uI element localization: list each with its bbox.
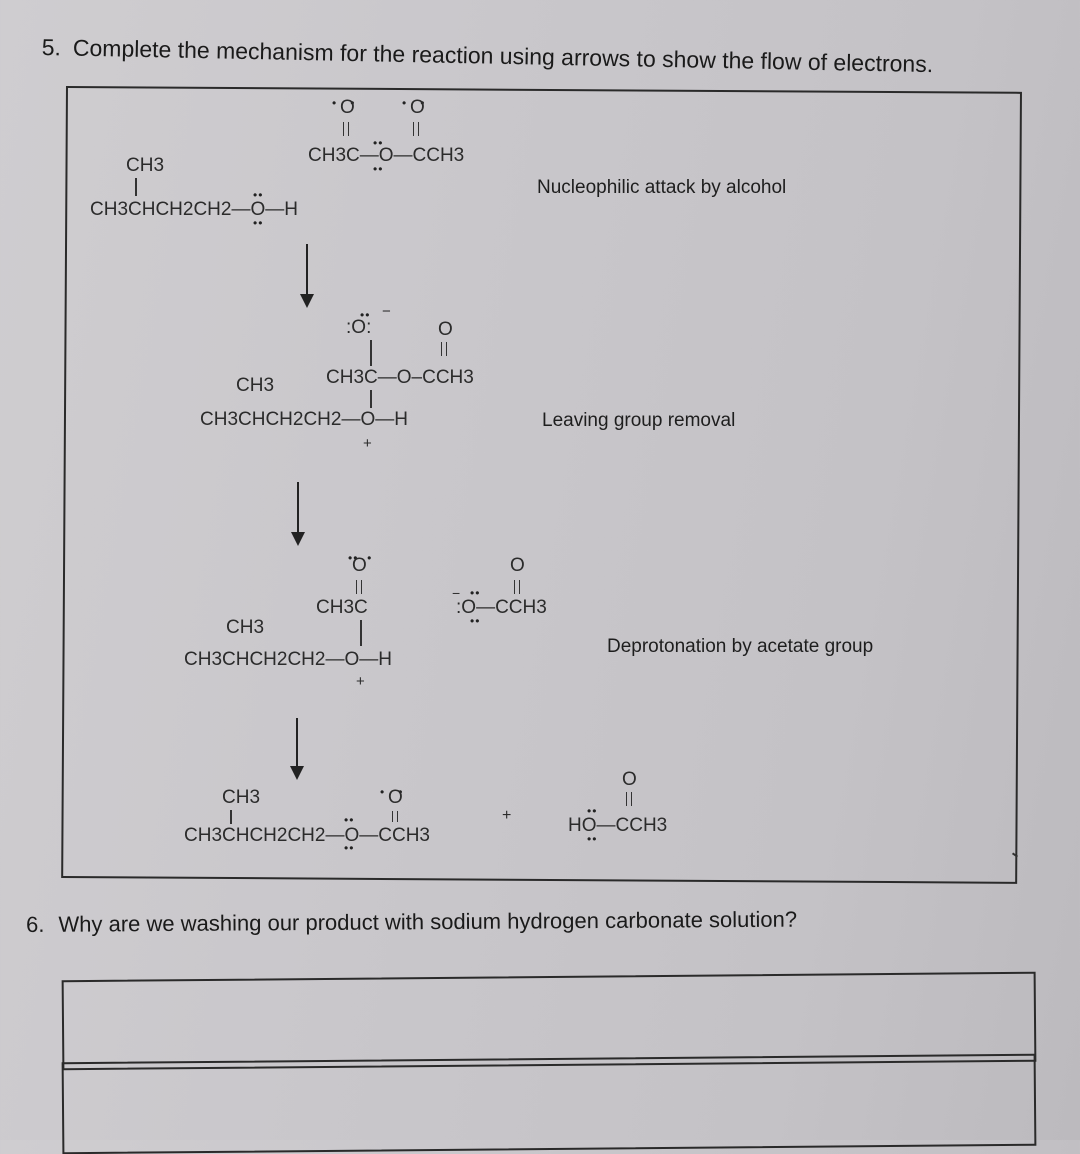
plus-sign: + [502,807,512,824]
lone-pairs: • • [402,96,426,110]
question-text: Why are we washing our product with sodi… [58,906,798,937]
acyl-group: CH3C [316,597,368,618]
lone-pairs: •• [470,586,481,600]
double-bond [356,580,362,594]
alcohol-branch: CH3 [126,155,165,176]
lone-pairs: •• [253,188,264,202]
double-bond [626,792,632,806]
acetate-formula: :O—CCH3 [456,597,547,618]
lone-pairs: •• [360,308,371,322]
bond [370,340,372,366]
step3-label: Deprotonation by acetate group [607,636,874,657]
lone-pairs: •• [253,216,264,230]
question-5-prompt: 5. Complete the mechanism for the reactio… [41,34,934,78]
double-bond [343,122,349,136]
question-text: Complete the mechanism for the reaction … [72,34,934,78]
step1-label: Nucleophilic attack by alcohol [537,177,787,198]
double-bond [392,811,398,822]
alcohol-formula: CH3CHCH2CH2—O—H [90,199,298,220]
alkoxide-o: :O: [346,317,372,338]
step3-branch: CH3 [226,617,265,638]
negative-charge: − [452,585,461,601]
bond [230,810,232,824]
lone-pairs: •• [587,832,598,846]
intermediate-top-formula: CH3C—O–CCH3 [326,367,474,388]
positive-charge: + [356,673,365,690]
branch-bond [135,178,137,196]
bond [370,390,372,408]
acetic-acid-formula: HO—CCH3 [568,815,668,836]
answer-box-2[interactable] [61,1053,1037,1154]
step2-label: Leaving group removal [542,410,736,431]
question-6-prompt: 6. Why are we washing our product with so… [26,907,797,938]
double-bond [413,122,419,136]
positive-charge: + [363,435,372,452]
lone-pairs: •• [470,614,481,628]
ester-carbonyl-o: O [438,319,453,340]
lone-pairs: •• [373,162,384,176]
bond [360,620,362,646]
acyl-carbonyl-o: O [352,555,367,576]
down-arrow-icon [291,482,305,546]
ester-product-formula: CH3CHCH2CH2—O—CCH3 [184,825,430,846]
intermediate-chain-formula: CH3CHCH2CH2—O—H [200,409,408,430]
double-bond [514,580,520,594]
anhydride-carbonyl-o-right: O [410,97,425,118]
negative-charge: − [382,303,391,320]
down-arrow-icon [290,718,304,780]
step3-chain-formula: CH3CHCH2CH2—O—H [184,649,392,670]
question-number: 5. [41,34,62,61]
lone-pairs: •• [373,136,384,150]
down-arrow-icon [300,244,314,308]
anhydride-formula: CH3C—O—CCH3 [308,145,465,166]
intermediate-branch: CH3 [236,375,275,396]
double-bond [441,342,447,356]
acid-carbonyl-o: O [622,769,637,790]
anhydride-carbonyl-o-left: O [340,97,355,118]
lone-pairs: •• [344,841,355,855]
lone-pairs: • • [332,96,356,110]
acetate-carbonyl-o: O [510,555,525,576]
question-number: 6. [26,911,45,937]
lone-pairs: • • [380,785,404,799]
ester-carbonyl-o: O [388,787,403,808]
lone-pairs: •• [344,813,355,827]
lone-pairs: •• • [348,551,373,565]
lone-pairs: •• [587,804,598,818]
product-branch: CH3 [222,787,261,808]
